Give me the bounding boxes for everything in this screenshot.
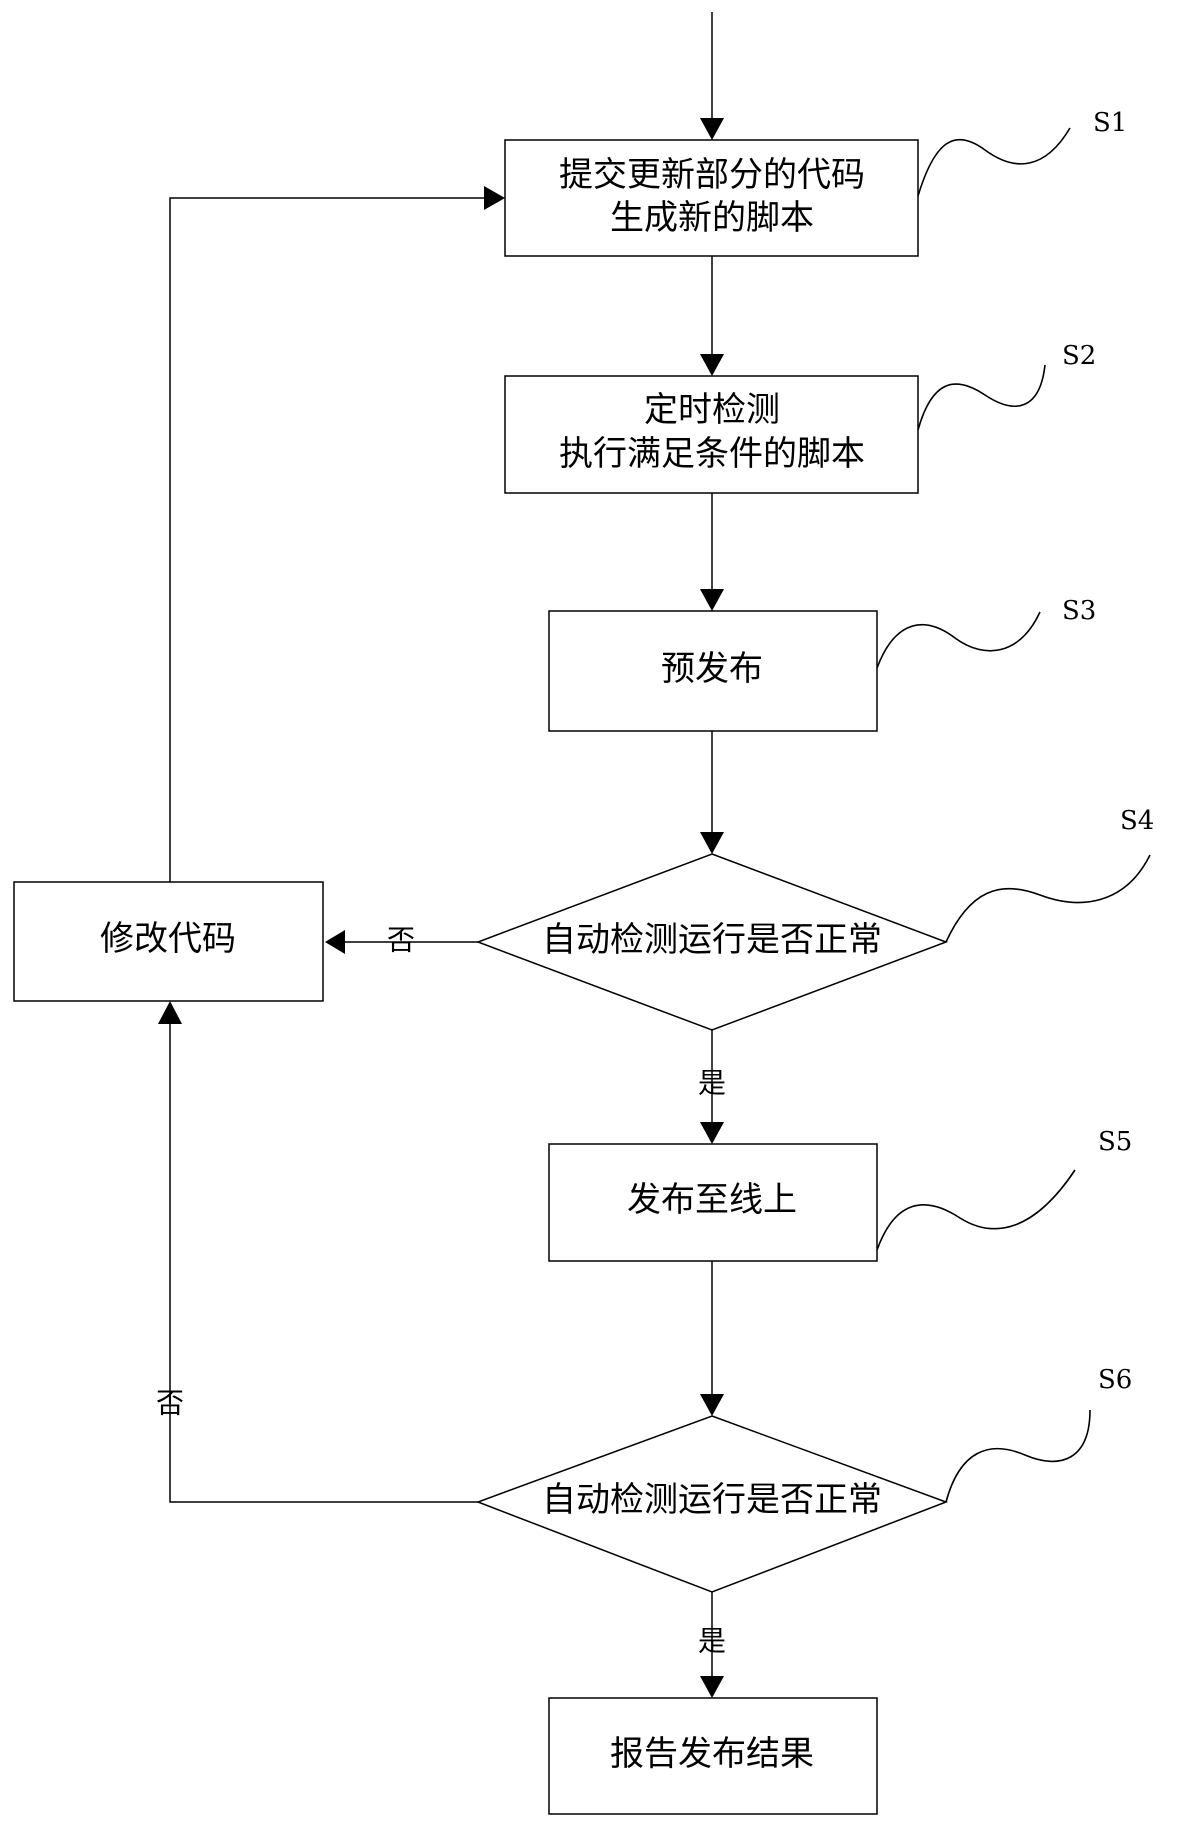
connector-modify-s1: [169, 197, 484, 882]
decision-s6: [475, 1415, 949, 1593]
squiggle-s3: [876, 611, 1041, 669]
node-modify: [13, 881, 324, 1002]
arrowhead-s6-no: [158, 1001, 182, 1024]
node-report-text: 报告发布结果: [610, 1734, 814, 1774]
arrowhead-s5-s6: [700, 1394, 724, 1416]
node-s3-text: 预发布: [661, 649, 763, 689]
node-s5: [548, 1143, 878, 1262]
step-label-s4: S4: [1120, 806, 1154, 836]
edge-label-s6-yes: 是: [698, 1625, 726, 1658]
node-s1-line1: 提交更新部分的代码: [559, 155, 865, 195]
edge-label-s4-no: 否: [387, 924, 415, 957]
decision-s4: [475, 853, 949, 1031]
squiggle-s6: [945, 1409, 1091, 1503]
squiggle-s1: [917, 127, 1071, 197]
arrowhead-s4-yes: [700, 1122, 724, 1144]
connector-s6-no: [169, 1024, 478, 1503]
node-report: [548, 1697, 878, 1815]
squiggle-s5: [876, 1169, 1076, 1251]
arrowhead-s3-s4: [700, 832, 724, 854]
edge-label-s4-yes: 是: [698, 1067, 726, 1100]
arrowhead-s1-s2: [700, 354, 724, 376]
arrowhead-s2-s3: [700, 589, 724, 611]
arrowhead-s4-no: [325, 930, 345, 954]
squiggle-s2: [917, 364, 1046, 431]
step-label-s6: S6: [1098, 1365, 1132, 1395]
node-s2: [504, 375, 919, 494]
decision-s6-text: 自动检测运行是否正常: [542, 1480, 882, 1520]
node-modify-text: 修改代码: [100, 919, 236, 959]
node-s2-line1: 定时检测: [644, 390, 780, 430]
node-s2-line2: 执行满足条件的脚本: [559, 434, 865, 474]
step-label-s5: S5: [1098, 1127, 1132, 1157]
arrowhead-modify-s1: [484, 186, 505, 210]
step-label-s3: S3: [1062, 596, 1096, 626]
node-s5-text: 发布至线上: [627, 1180, 797, 1220]
step-label-s1: S1: [1093, 108, 1127, 138]
step-label-s2: S2: [1062, 341, 1096, 371]
decision-s4-text: 自动检测运行是否正常: [542, 920, 882, 960]
edge-label-s6-no: 否: [156, 1387, 184, 1420]
entry-arrowhead: [700, 118, 724, 140]
node-s3: [548, 610, 878, 732]
node-s1-line2: 生成新的脚本: [610, 198, 814, 238]
squiggle-s4: [945, 854, 1151, 943]
arrowhead-s6-yes: [700, 1676, 724, 1698]
node-s1: [504, 139, 919, 257]
